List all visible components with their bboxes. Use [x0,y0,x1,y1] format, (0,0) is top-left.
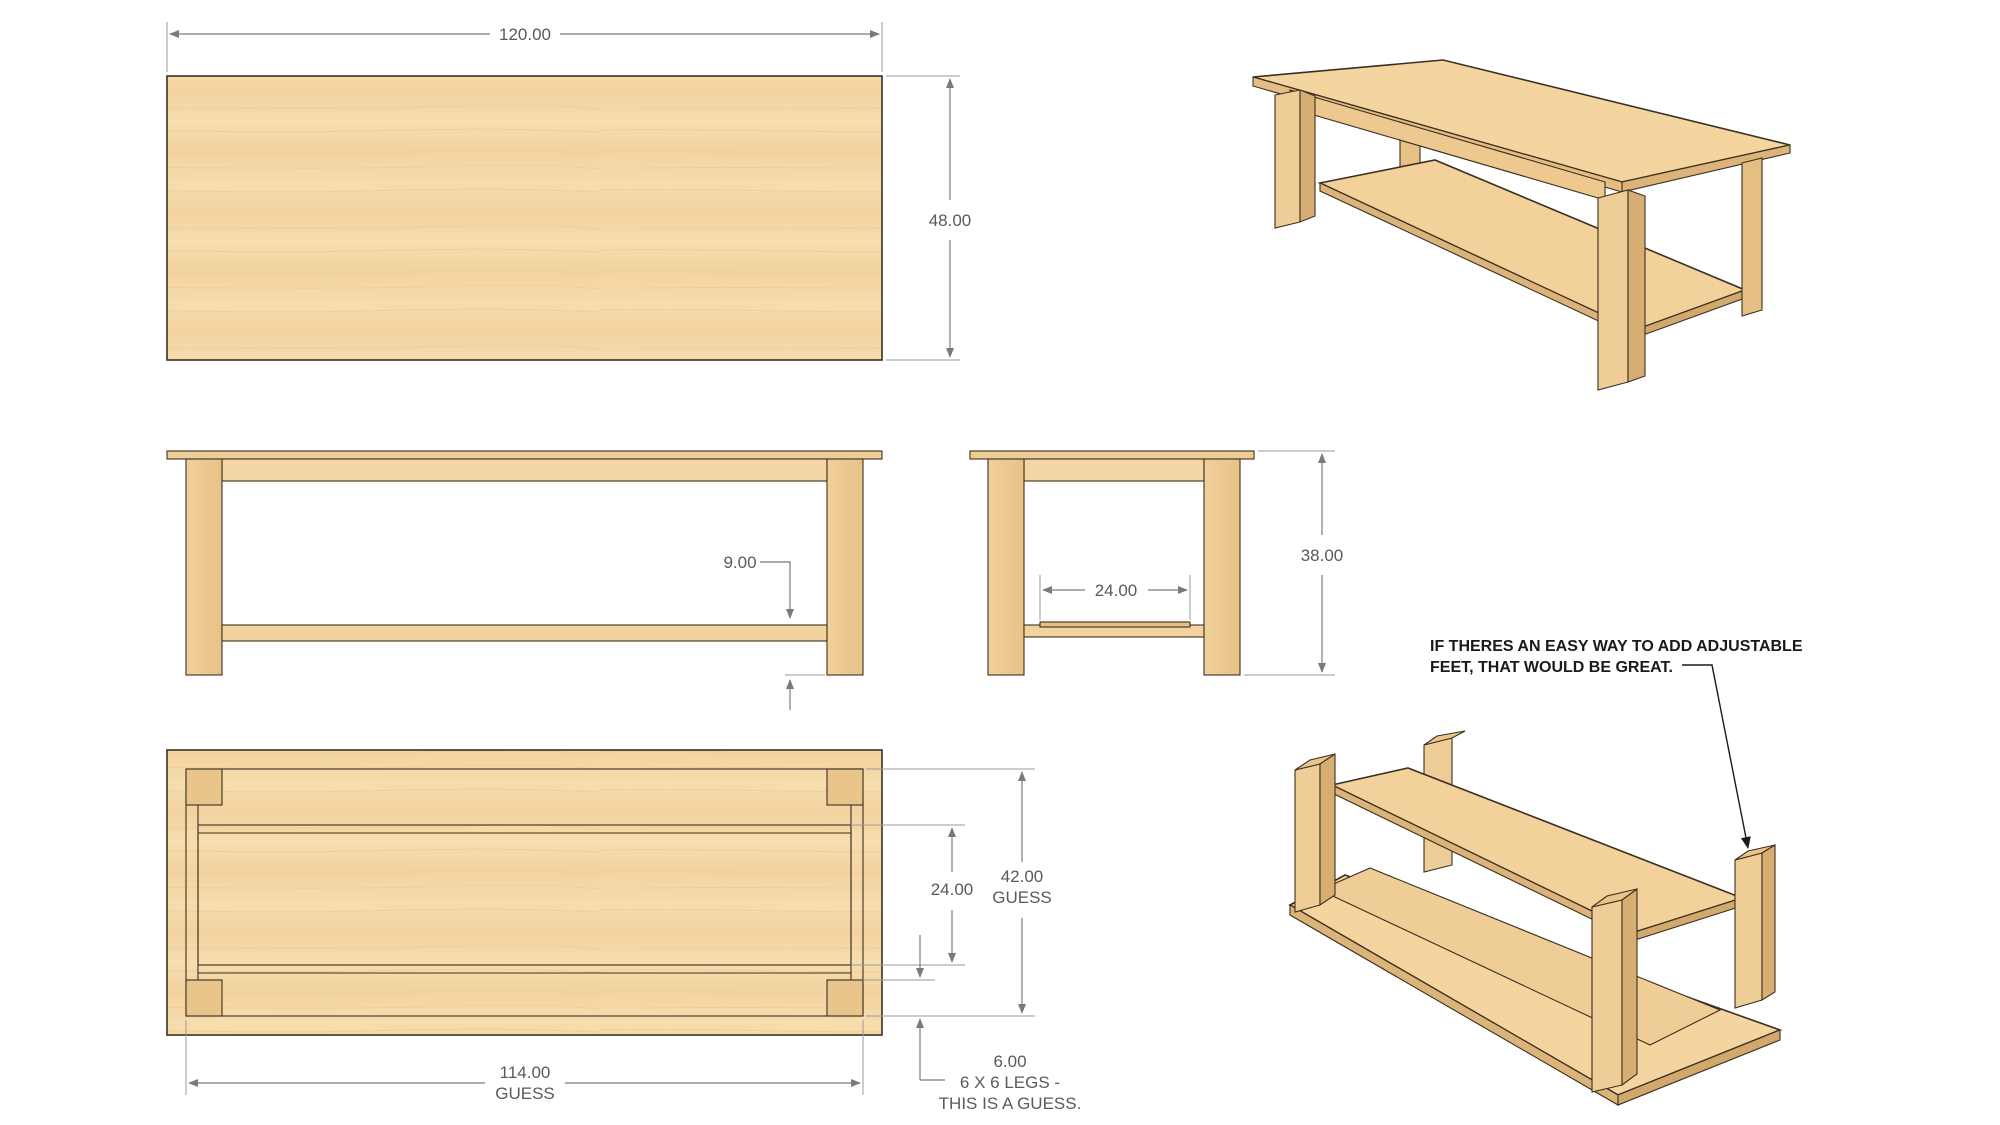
dim-leg-size: 6.00 6 X 6 LEGS - THIS IS A GUESS. [863,935,1081,1113]
front-view [166,450,883,676]
tabletop-side [969,450,1255,460]
bottom-leg-top-right [826,768,864,806]
isometric-view-top [1252,59,1791,391]
front-apron [221,458,828,482]
side-view [969,450,1255,676]
dim-shelf-height: 9.00 [723,553,825,710]
side-apron [1023,458,1205,482]
bottom-leg-bottom-left [185,979,223,1017]
isometric-view-bottom [1288,730,1783,1106]
side-leg-left [987,458,1025,676]
tabletop-top-view [166,75,883,361]
dim-leg-width: 42.00 GUESS [866,768,1052,1017]
dim-top-width: 48.00 [886,75,972,361]
dim-label-end-span: 24.00 [1095,581,1138,600]
iso-leg-front-right [1597,189,1629,391]
dim-note-leg-size-1: 6 X 6 LEGS - [960,1073,1060,1092]
iso2-leg-front-right [1591,899,1623,1093]
front-leg-left [185,458,223,676]
iso2-leg-front-left [1294,763,1321,913]
iso-leg-back-right [1741,157,1763,317]
bottom-shelf [197,824,852,966]
dim-label-table-height: 38.00 [1301,546,1344,565]
tabletop-front [166,450,883,460]
dim-note-leg-width: GUESS [992,888,1052,907]
dim-end-span: 24.00 [1039,575,1191,620]
dim-leg-length: 114.00 GUESS [185,1020,864,1103]
dim-label-leg-width: 42.00 [1001,867,1044,886]
note-line-2: FEET, THAT WOULD BE GREAT. [1430,659,1673,676]
iso2-leg-back-right [1734,852,1763,1009]
top-view [166,75,883,361]
dim-top-length: 120.00 [166,22,883,72]
front-leg-right [826,458,864,676]
dim-label-leg-length: 114.00 [500,1063,551,1082]
iso-leg-front-left [1274,89,1301,229]
frame-outline [185,768,864,1017]
bottom-leg-bottom-right [826,979,864,1017]
bottom-leg-top-left [185,768,223,806]
adjustable-feet-note: IF THERES AN EASY WAY TO ADD ADJUSTABLE … [1430,638,1803,849]
side-shelf-board [1039,621,1191,628]
dim-label-shelf-height: 9.00 [723,553,756,572]
dim-note-leg-size-2: THIS IS A GUESS. [939,1094,1082,1113]
dim-note-leg-length: GUESS [495,1084,555,1103]
dim-label-top-width: 48.00 [929,211,972,230]
note-line-1: IF THERES AN EASY WAY TO ADD ADJUSTABLE [1430,638,1803,655]
dim-bottom-span: 24.00 [851,824,974,966]
iso-shelf [1317,159,1748,331]
side-leg-right [1203,458,1241,676]
dim-label-leg-size: 6.00 [993,1052,1026,1071]
dim-label-bottom-span: 24.00 [931,880,974,899]
bottom-view [166,749,883,1036]
dim-label-top-length: 120.00 [499,25,551,44]
front-shelf [221,624,828,642]
dim-table-height: 38.00 [1244,450,1344,676]
